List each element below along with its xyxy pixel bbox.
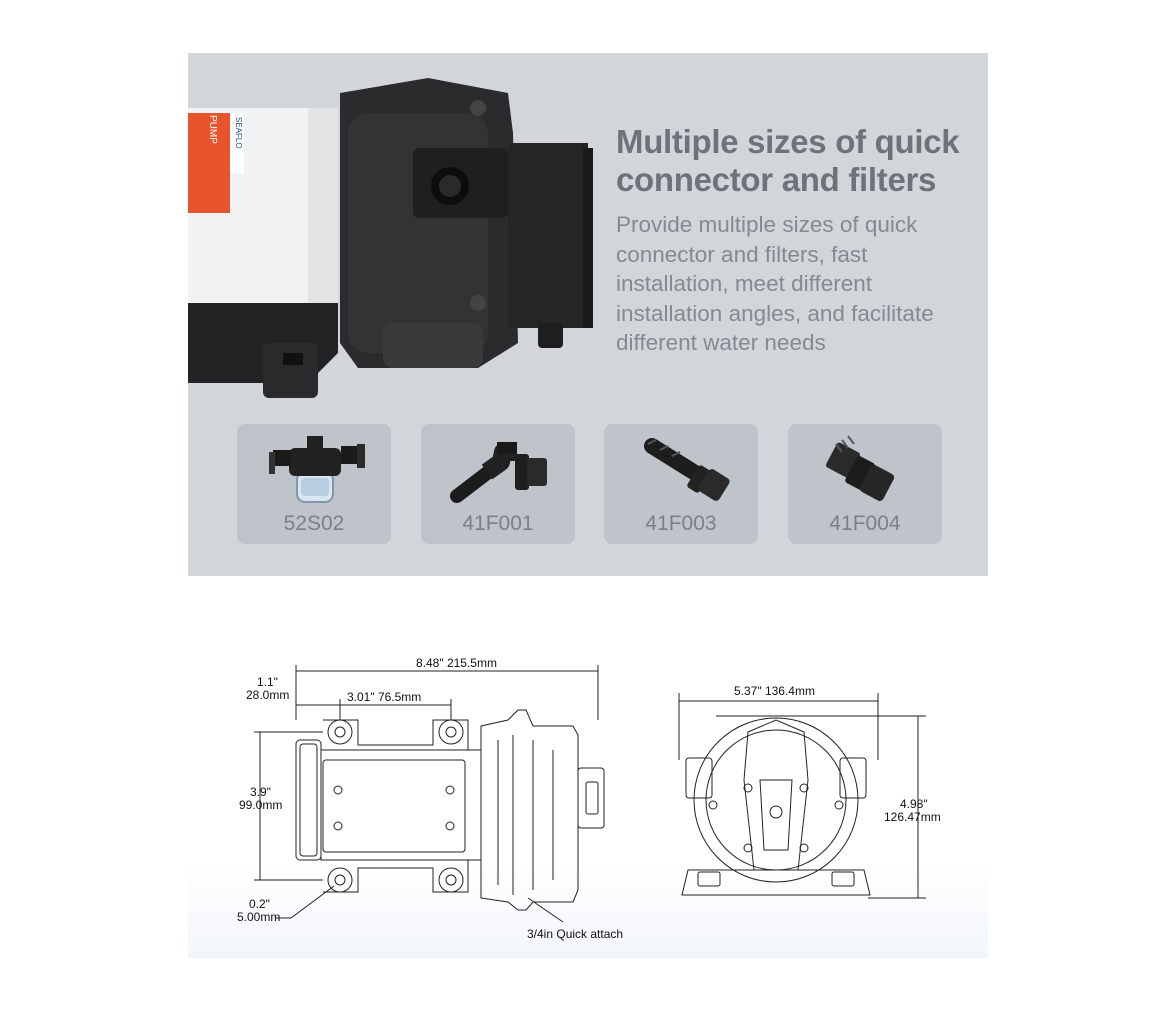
front-width-label: 5.37" 136.4mm (734, 684, 815, 698)
dimension-drawing: 8.48" 215.5mm 1.1" 28.0mm 3.01" 76.5mm 3… (188, 640, 988, 958)
accessory-card-41f003: 41F003 (604, 424, 758, 544)
threaded-connector-icon (826, 435, 895, 501)
mount-height-inch-label: 3.9" (250, 785, 271, 799)
accessory-card-41f001: 41F001 (421, 424, 575, 544)
accessory-code: 52S02 (283, 512, 345, 535)
accessory-card-52s02: 52S02 (237, 424, 391, 544)
pump-outline-drawing (254, 665, 926, 923)
svg-text:PUMP: PUMP (207, 115, 218, 144)
front-height-inch-label: 4.98" (900, 797, 928, 811)
mount-spacing-label: 3.01" 76.5mm (347, 690, 422, 704)
hole-diameter-inch-label: 0.2" (249, 897, 270, 911)
edge-offset-mm-label: 28.0mm (246, 688, 290, 702)
hole-diameter-mm-label: 5.00mm (237, 910, 281, 924)
feature-panel: PUMP SEAFLO Multiple sizes of quick conn… (188, 53, 988, 576)
svg-text:SEAFLO: SEAFLO (234, 117, 243, 149)
accessory-code: 41F001 (462, 512, 534, 535)
straight-barb-connector-icon (644, 438, 730, 501)
accessory-card-41f004: 41F004 (788, 424, 942, 544)
feature-description: Provide multiple sizes of quick connecto… (616, 212, 934, 355)
strainer-filter-icon (269, 436, 365, 503)
elbow-connector-icon (450, 442, 547, 503)
port-note-label: 3/4in Quick attach (527, 927, 624, 941)
accessory-code: 41F003 (645, 512, 717, 535)
feature-headline: Multiple sizes of quick connector and fi… (616, 123, 960, 198)
mount-height-mm-label: 99.0mm (239, 798, 283, 812)
edge-offset-inch-label: 1.1" (257, 675, 278, 689)
pump-head-image: PUMP SEAFLO (188, 78, 593, 398)
accessory-code: 41F004 (829, 512, 901, 535)
front-height-mm-label: 126.47mm (884, 810, 941, 824)
overall-length-label: 8.48" 215.5mm (416, 656, 497, 670)
